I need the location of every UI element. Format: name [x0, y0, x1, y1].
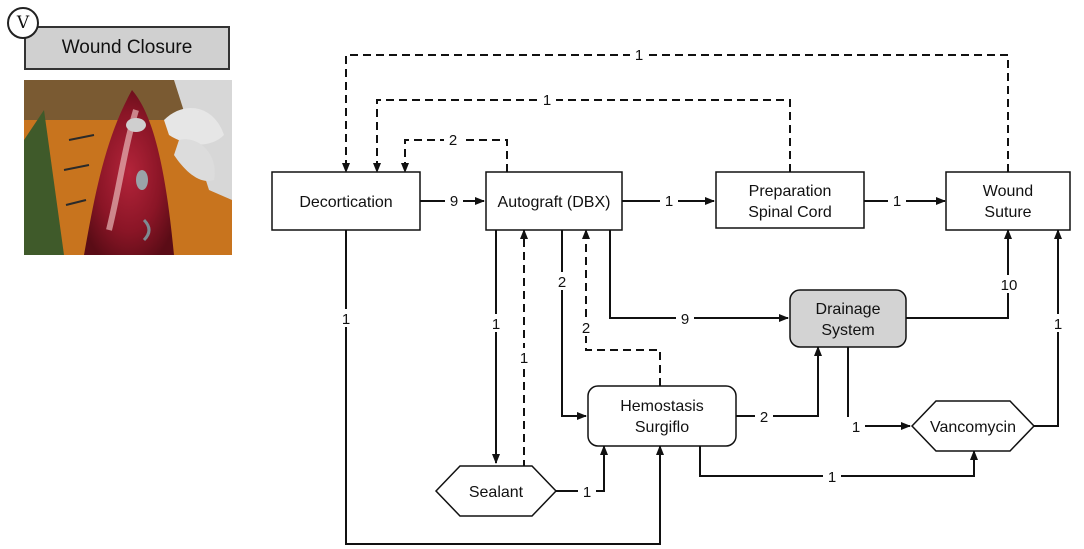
edge-label-wound-suture-decortication: 1	[635, 47, 643, 64]
edge-label-sealant-hemostasis: 1	[583, 484, 591, 501]
node-drainage	[789, 289, 907, 348]
section-title: Wound Closure	[24, 26, 230, 70]
surgical-wound-photo	[24, 80, 232, 255]
edge-preparation-decortication	[373, 99, 791, 173]
edge-hemostasis-drainage	[736, 346, 822, 417]
edge-sealant-hemostasis	[556, 445, 608, 492]
edge-label-autograft-decortication: 2	[449, 132, 457, 149]
node-decortication	[271, 171, 421, 231]
edge-label-hemostasis-vancomycin: 1	[828, 469, 836, 486]
edge-autograft-drainage	[609, 230, 789, 322]
edge-label-hemostasis-autograft: 2	[582, 320, 590, 337]
node-decortication-label: Decortication	[299, 194, 392, 211]
node-hemostasis-label-line1: Hemostasis	[620, 398, 704, 415]
edge-label-autograft-sealant: 1	[492, 316, 500, 333]
node-preparation-label-line1: Preparation	[749, 183, 832, 200]
node-vancomycin	[910, 400, 1036, 452]
node-wound-suture	[945, 171, 1071, 231]
edge-label-sealant-autograft: 1	[520, 350, 528, 367]
edge-label-hemostasis-drainage: 2	[760, 409, 768, 426]
node-sealant-label: Sealant	[469, 484, 524, 501]
edge-label-preparation-decortication: 1	[543, 92, 551, 109]
node-hemostasis	[587, 385, 737, 447]
edge-autograft-hemostasis	[561, 230, 587, 420]
edge-vancomycin-wound-suture	[1034, 229, 1062, 427]
node-vancomycin-label: Vancomycin	[930, 419, 1016, 436]
node-sealant	[434, 465, 558, 517]
edge-label-preparation-wound-suture: 1	[893, 193, 901, 210]
node-preparation	[715, 171, 865, 229]
edge-wound-suture-decortication	[342, 54, 1009, 173]
node-preparation-label-line2: Spinal Cord	[748, 204, 832, 221]
edge-label-autograft-hemostasis: 2	[558, 274, 566, 291]
section-badge: V	[7, 7, 39, 39]
edge-drainage-vancomycin	[847, 347, 911, 430]
node-drainage-label-line2: System	[821, 322, 874, 339]
edge-label-decortication-hemostasis: 1	[342, 311, 350, 328]
edge-decortication-hemostasis	[345, 230, 664, 545]
node-autograft	[485, 171, 623, 231]
node-wound-suture-label-line1: Wound	[983, 183, 1033, 200]
edge-label-autograft-preparation: 1	[665, 193, 673, 210]
edge-drainage-wound-suture	[906, 229, 1012, 319]
node-hemostasis-label-line2: Surgiflo	[635, 419, 689, 436]
edge-label-drainage-wound-suture: 10	[1001, 277, 1018, 294]
edge-hemostasis-autograft	[582, 229, 661, 386]
node-autograft-label: Autograft (DBX)	[498, 194, 611, 211]
edge-label-vancomycin-wound-suture: 1	[1054, 316, 1062, 333]
edge-label-autograft-drainage: 9	[681, 311, 689, 328]
edge-label-decortication-autograft: 9	[450, 193, 458, 210]
node-drainage-label-line1: Drainage	[816, 301, 881, 318]
edge-label-drainage-vancomycin: 1	[852, 419, 860, 436]
node-wound-suture-label-line2: Suture	[984, 204, 1031, 221]
